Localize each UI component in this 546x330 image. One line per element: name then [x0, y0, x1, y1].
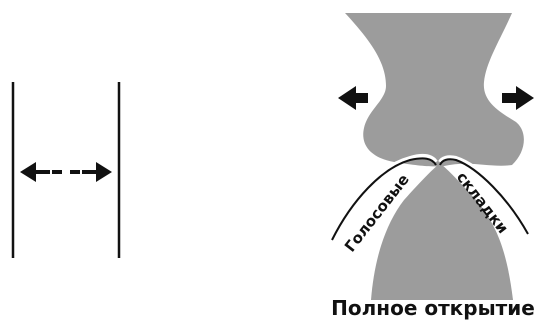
arrow-right-icon [70, 162, 112, 182]
schematic-arrows [20, 162, 112, 182]
arrow-left-icon [338, 86, 368, 110]
upper-tissue [345, 13, 524, 166]
vocal-folds-figure: Голосовые складки [330, 13, 534, 300]
arrow-right-icon [502, 86, 534, 110]
caption-full-opening: Полное открытие [320, 298, 546, 318]
arrow-left-icon [20, 162, 62, 182]
